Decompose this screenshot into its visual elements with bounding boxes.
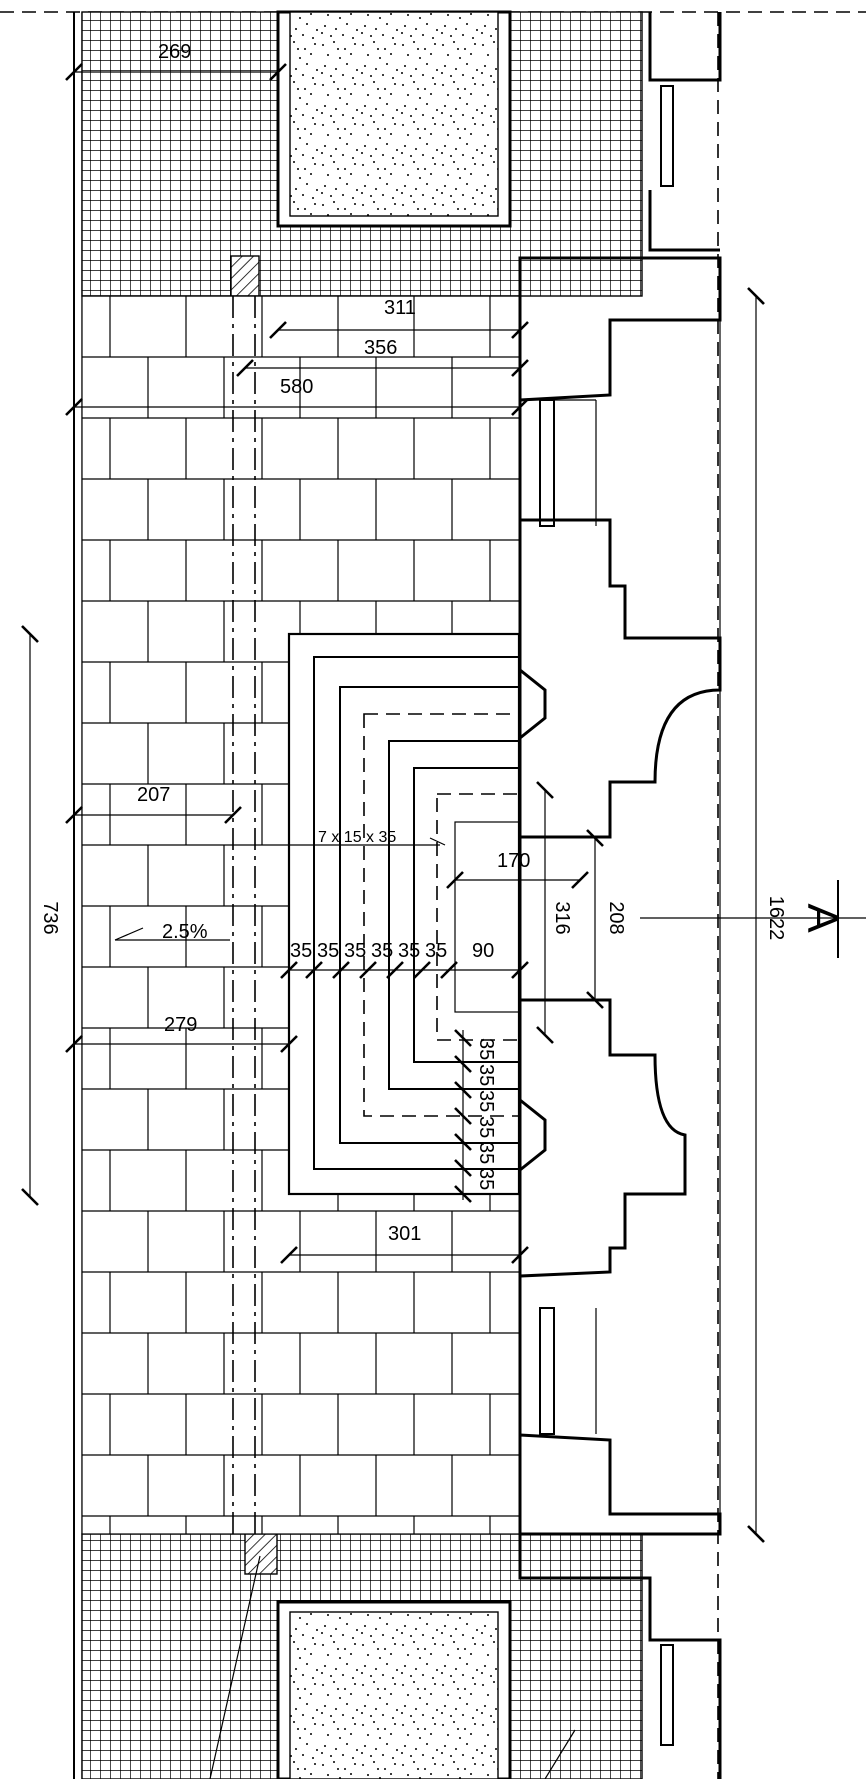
step-35-v3: 35	[475, 1090, 497, 1112]
axis-lines	[232, 12, 719, 1779]
step-35-v1: 35	[475, 1038, 497, 1060]
section-marker-letter: A	[798, 903, 847, 933]
window-slits	[520, 85, 674, 1746]
step-35-v2: 35	[475, 1064, 497, 1086]
step-35-v6: 35	[475, 1168, 497, 1190]
steps-note: 7 x 15 x 35	[318, 829, 396, 846]
outer-wall-lines	[73, 12, 83, 1779]
dim-311: 311	[384, 297, 416, 319]
dimension-labels: 269 311 356 580 207 2.5% 279 301 170 90 …	[39, 41, 787, 1245]
top-hatched-block	[81, 10, 643, 297]
dim-316: 316	[551, 901, 573, 934]
step-35-1: 35	[290, 940, 312, 962]
dim-356: 356	[364, 337, 397, 359]
step-35-v4: 35	[475, 1116, 497, 1138]
step-35-5: 35	[398, 940, 420, 962]
step-35-4: 35	[371, 940, 393, 962]
step-35-2: 35	[317, 940, 339, 962]
dim-269: 269	[158, 41, 191, 63]
dim-208: 208	[605, 901, 627, 934]
dim-301: 301	[388, 1223, 421, 1245]
section-marker: A	[798, 880, 847, 958]
dim-1622: 1622	[765, 896, 787, 941]
bottom-hatched-block	[81, 1533, 643, 1779]
step-35-6: 35	[425, 940, 447, 962]
step-35-3: 35	[344, 940, 366, 962]
dim-580: 580	[280, 376, 313, 398]
leader-lines	[209, 917, 866, 1779]
slope-label: 2.5%	[162, 921, 208, 943]
dimension-lines	[21, 63, 765, 1543]
dim-170: 170	[497, 850, 530, 872]
dim-736: 736	[39, 901, 61, 934]
stair-profile	[518, 12, 722, 1779]
dim-207: 207	[137, 784, 170, 806]
dim-90: 90	[472, 940, 494, 962]
dim-279: 279	[164, 1014, 197, 1036]
step-35-v5: 35	[475, 1142, 497, 1164]
